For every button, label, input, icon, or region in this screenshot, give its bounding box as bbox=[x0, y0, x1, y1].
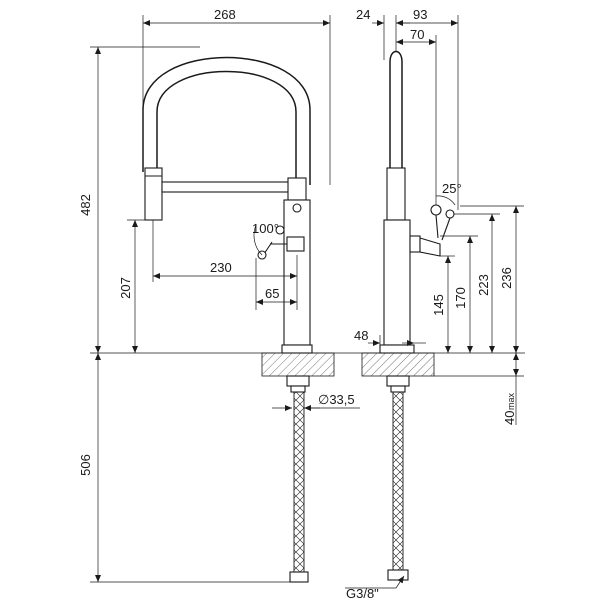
dim-223: 223 bbox=[476, 274, 491, 296]
front-view bbox=[90, 56, 350, 583]
dim-65: 65 bbox=[265, 286, 279, 301]
lever-handle bbox=[286, 236, 305, 252]
side-spray-head bbox=[386, 167, 406, 221]
angle-100: 100° bbox=[252, 221, 279, 236]
countertop-front bbox=[261, 352, 335, 377]
supply-hose bbox=[293, 391, 305, 573]
spray-head bbox=[144, 167, 163, 221]
angle-25: 25° bbox=[442, 181, 462, 196]
dim-145: 145 bbox=[431, 294, 446, 316]
dim-hose-diameter: ∅33,5 bbox=[318, 392, 355, 407]
side-dimensions: 24 93 70 25° 48 145 170 223 236 bbox=[345, 7, 524, 600]
dim-48: 48 bbox=[354, 328, 368, 343]
side-view bbox=[350, 50, 525, 581]
dim-268: 268 bbox=[214, 7, 236, 22]
spout-arc-outer bbox=[142, 56, 311, 185]
side-spout bbox=[389, 50, 403, 172]
dim-93: 93 bbox=[413, 7, 427, 22]
collar bbox=[287, 177, 307, 201]
dim-40-suffix: max bbox=[506, 392, 516, 410]
dim-70: 70 bbox=[410, 27, 424, 42]
dim-thread: G3/8" bbox=[346, 586, 379, 600]
dim-230: 230 bbox=[210, 260, 232, 275]
dim-506: 506 bbox=[78, 454, 93, 476]
dim-24: 24 bbox=[356, 7, 370, 22]
dim-236: 236 bbox=[499, 267, 514, 289]
spout-arc-inner bbox=[156, 70, 297, 185]
dim-482: 482 bbox=[78, 194, 93, 216]
front-dimensions: 268 482 207 230 65 100° 506 ∅33,5 bbox=[78, 7, 360, 583]
side-body bbox=[383, 219, 411, 346]
side-supply-hose bbox=[392, 391, 404, 571]
countertop-side bbox=[361, 352, 435, 377]
body-button bbox=[292, 203, 302, 213]
holder-bar bbox=[161, 181, 295, 193]
dim-40: 40 bbox=[502, 411, 517, 425]
dim-207: 207 bbox=[118, 277, 133, 299]
dim-170: 170 bbox=[453, 287, 468, 309]
